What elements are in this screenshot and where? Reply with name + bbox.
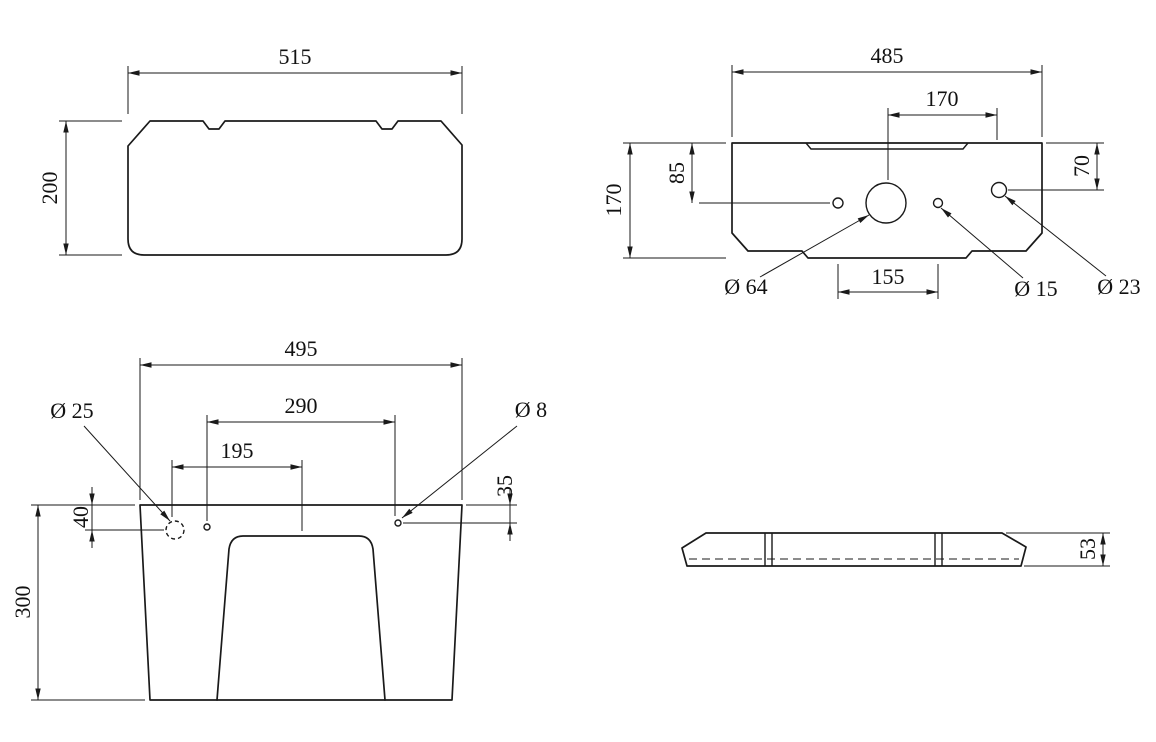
inner-spacing-label: 195 — [221, 438, 254, 463]
front-height-label: 200 — [37, 172, 62, 205]
leader-line — [401, 425, 518, 519]
dim-left-hole-drop: 40 — [68, 487, 164, 548]
hole-small-left — [832, 197, 844, 209]
hole-small-15 — [932, 197, 944, 209]
dim-hole-row-offset: 85 — [664, 143, 830, 204]
medium-hole-label: Ø 23 — [1097, 274, 1140, 299]
back-view-inner-bowl — [216, 535, 386, 701]
back-view-outline — [139, 504, 463, 701]
dim-right-hole-drop: 35 — [403, 475, 517, 541]
dim-back-height: 300 — [10, 504, 145, 701]
hole-tiny-left — [203, 523, 211, 531]
top-width-label: 485 — [871, 43, 904, 68]
left-hole-drop-label: 40 — [68, 506, 93, 528]
hole-row-offset-label: 85 — [664, 162, 689, 184]
back-width-label: 495 — [285, 336, 318, 361]
dim-top-offset: 170 — [887, 86, 998, 180]
back-height-label: 300 — [10, 586, 35, 619]
leader-line — [940, 207, 1024, 279]
callout-small-hole: Ø 15 — [940, 207, 1058, 301]
top-depth-label: 170 — [601, 184, 626, 217]
hole-large-64 — [865, 182, 907, 224]
dim-front-width: 515 — [127, 44, 463, 114]
back-view: 495 290 195 300 40 — [10, 336, 547, 701]
front-view-outline — [127, 120, 463, 256]
callout-medium-hole: Ø 23 — [1004, 195, 1141, 299]
front-view: 515 200 — [37, 44, 463, 256]
top-view: 485 170 170 85 70 — [601, 43, 1141, 301]
right-hole-label: Ø 8 — [515, 397, 547, 422]
dim-back-width: 495 — [139, 336, 463, 500]
side-view-outline — [681, 532, 1027, 567]
side-thickness-label: 53 — [1075, 538, 1100, 560]
large-hole-label: Ø 64 — [724, 274, 767, 299]
callout-right-hole: Ø 8 — [401, 397, 547, 519]
leader-line — [759, 214, 870, 278]
dim-top-width: 485 — [731, 43, 1043, 137]
outer-spacing-label: 290 — [285, 393, 318, 418]
left-hole-label: Ø 25 — [50, 398, 93, 423]
top-view-outline — [731, 142, 1043, 259]
small-hole-label: Ø 15 — [1014, 276, 1057, 301]
callout-left-hole: Ø 25 — [50, 398, 171, 522]
right-hole-drop-label: 35 — [492, 475, 517, 497]
leader-line — [83, 425, 171, 522]
dim-side-thickness: 53 — [1006, 532, 1110, 567]
side-view: 53 — [681, 532, 1110, 567]
hole-spacing-label: 155 — [872, 264, 905, 289]
dim-front-height: 200 — [37, 120, 122, 256]
hole-medium-23 — [990, 181, 1008, 199]
hole-dashed-25 — [165, 520, 185, 540]
leader-line — [1004, 195, 1107, 277]
dim-top-depth: 170 — [601, 142, 726, 259]
dim-hole-spacing: 155 — [837, 264, 939, 299]
front-width-label: 515 — [279, 44, 312, 69]
right-hole-offset-label: 70 — [1069, 155, 1094, 177]
dim-inner-spacing: 195 — [171, 438, 303, 531]
callout-large-hole: Ø 64 — [724, 214, 870, 299]
dim-right-hole-offset: 70 — [1008, 142, 1104, 191]
top-offset-label: 170 — [926, 86, 959, 111]
top-view-recess — [805, 142, 969, 150]
hole-tiny-right-8 — [394, 519, 402, 527]
